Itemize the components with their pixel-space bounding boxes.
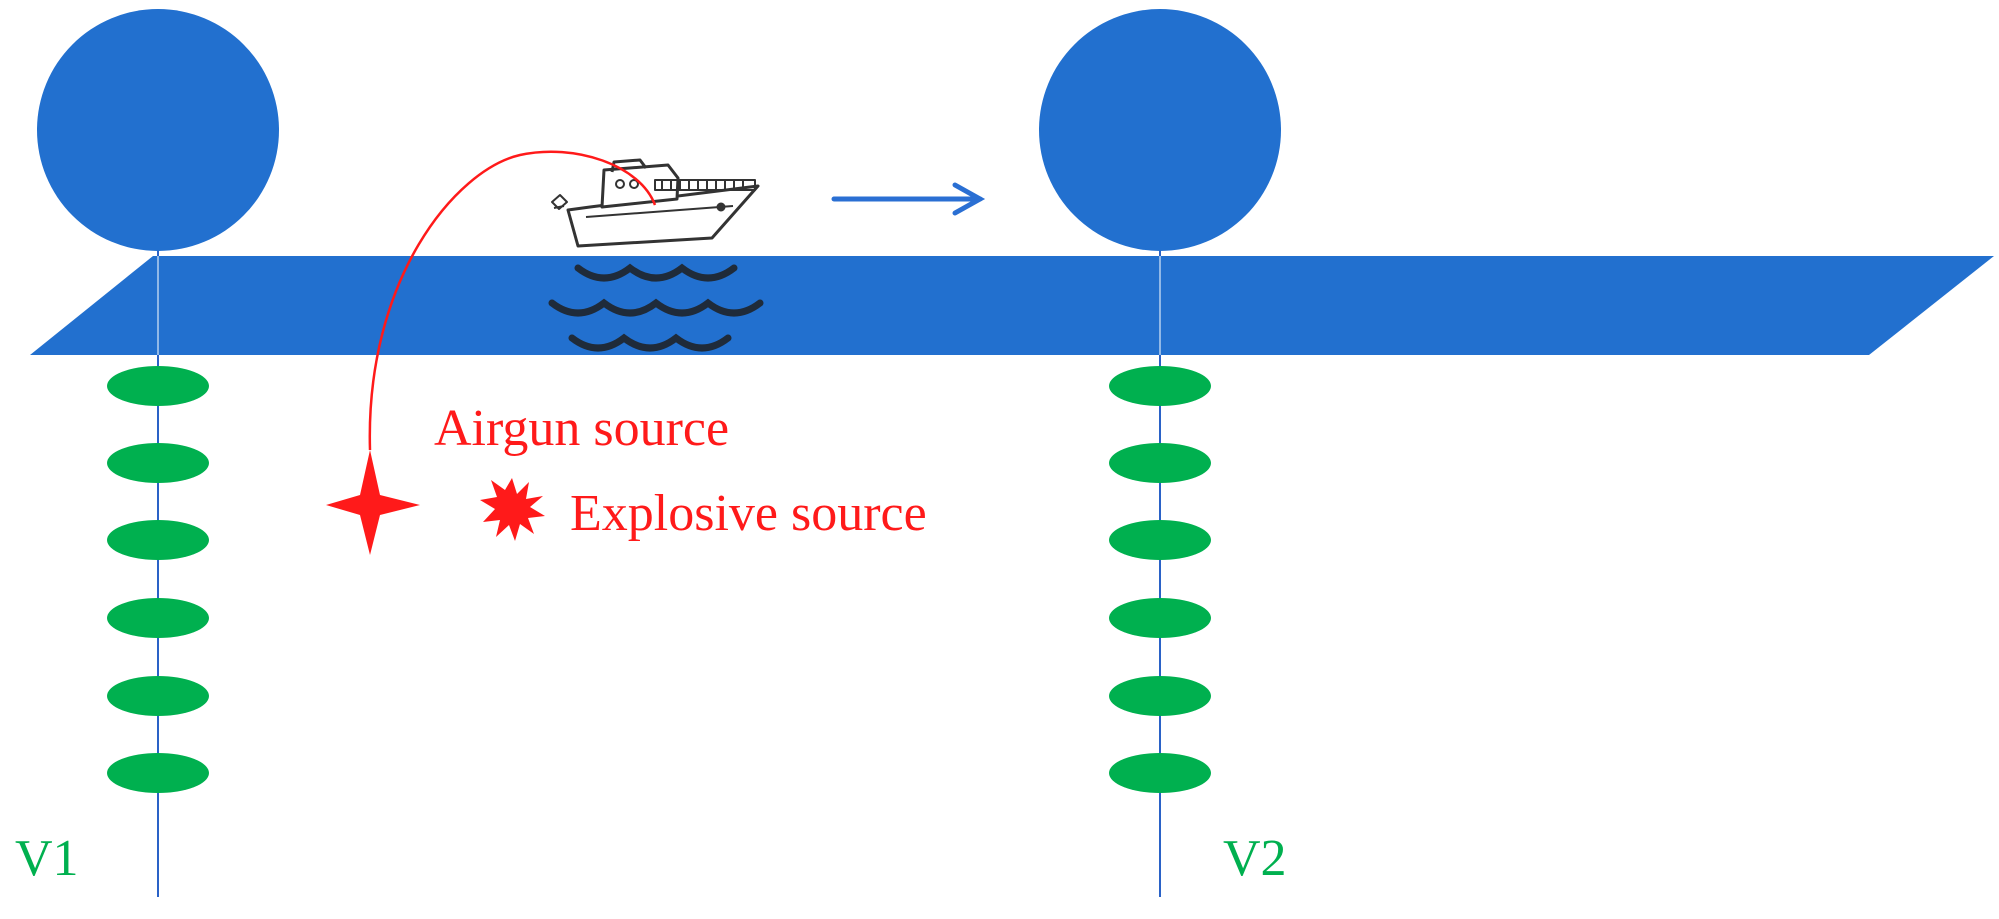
burst-icon bbox=[480, 478, 545, 541]
hydrophone bbox=[1109, 676, 1211, 716]
airgun-source-label: Airgun source bbox=[434, 400, 729, 457]
v1-buoy bbox=[37, 9, 279, 251]
hydrophone bbox=[1109, 520, 1211, 560]
waves-icon bbox=[548, 263, 764, 352]
hydrophone bbox=[1109, 366, 1211, 406]
airgun-tow-line bbox=[368, 150, 657, 451]
v2-hydrophones bbox=[1109, 366, 1211, 793]
v1-label: V1 bbox=[15, 830, 79, 887]
hydrophone bbox=[107, 753, 209, 793]
v2-label: V2 bbox=[1223, 830, 1287, 887]
hydrophone bbox=[107, 443, 209, 483]
right-arrow-icon bbox=[831, 182, 986, 216]
v1-hydrophones bbox=[107, 366, 209, 793]
hydrophone bbox=[107, 366, 209, 406]
hydrophone bbox=[1109, 598, 1211, 638]
hydrophone bbox=[107, 598, 209, 638]
explosive-source-label: Explosive source bbox=[570, 485, 927, 542]
hydrophone bbox=[107, 676, 209, 716]
sea-surface bbox=[30, 256, 1994, 355]
hydrophone bbox=[1109, 443, 1211, 483]
ship-icon bbox=[551, 158, 760, 248]
hydrophone bbox=[107, 520, 209, 560]
hydrophone bbox=[1109, 753, 1211, 793]
v2-buoy bbox=[1039, 9, 1281, 251]
four-point-star-icon bbox=[326, 450, 420, 555]
